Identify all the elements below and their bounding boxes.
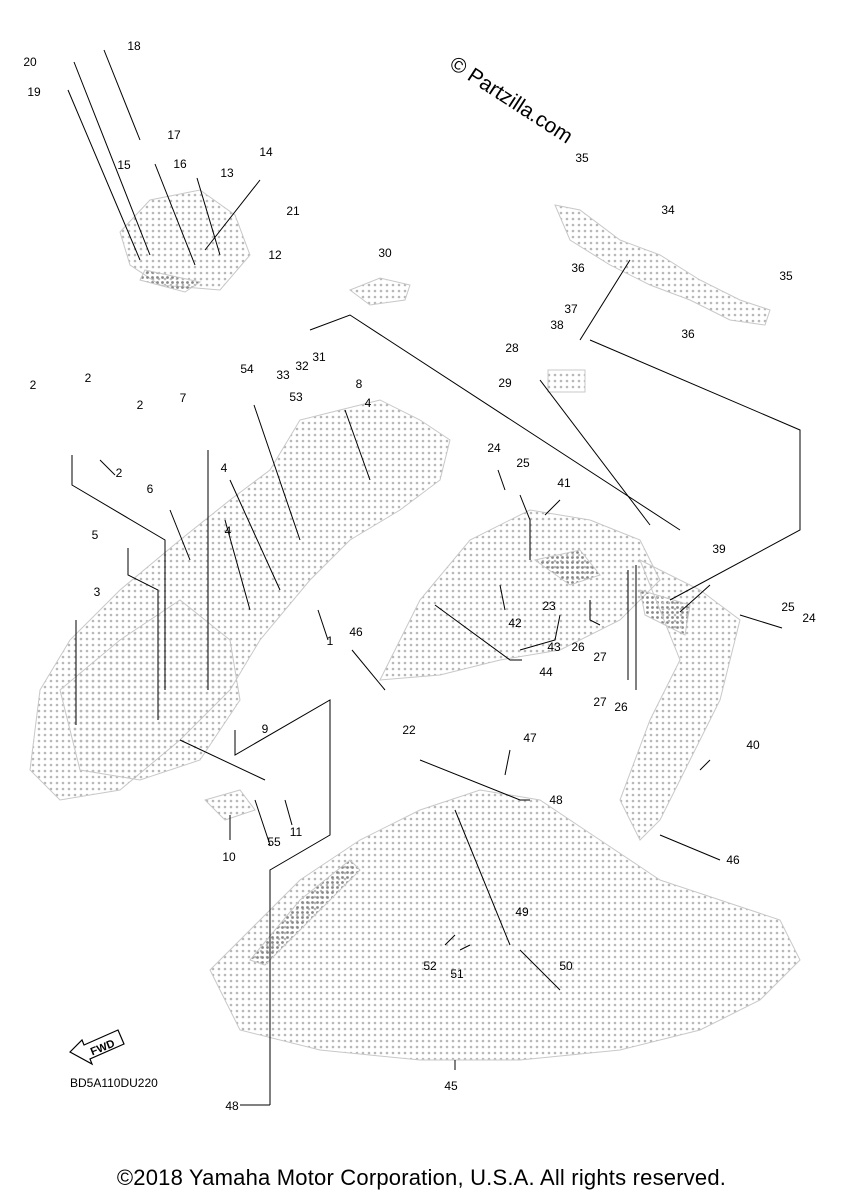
callout-label: 25 [516,456,530,470]
dark-lower-trim [249,859,361,966]
callout-label: 37 [564,302,578,316]
callout-label: 17 [167,128,181,142]
callout-label: 7 [179,391,187,405]
callout-label: 41 [557,476,571,490]
drawing-code: BD5A110DU220 [70,1076,158,1090]
callout-label: 14 [259,145,273,159]
callout-label: 33 [276,368,290,382]
callout-label: 16 [173,157,187,171]
callout-label: 54 [240,362,254,376]
callout-label: 22 [402,723,416,737]
callout-label: 49 [515,905,529,919]
callout-label: 40 [746,738,760,752]
callout-label: 2 [136,398,144,412]
callout-label: 34 [661,203,675,217]
callout-label: 24 [487,441,501,455]
callout-label: 20 [23,55,37,69]
callout-label: 18 [127,39,141,53]
callout-label: 8 [355,377,363,391]
callout-label: 19 [27,85,41,99]
callout-label: 1 [326,634,334,648]
dark-duct [533,549,601,586]
callout-label: 48 [549,793,563,807]
callout-label: 52 [423,959,437,973]
clip-28 [547,369,586,393]
callout-label: 4 [364,396,372,410]
callout-label: 23 [542,599,556,613]
lower-cowl [209,789,801,1061]
callout-label: 47 [523,731,537,745]
fwd-arrow: FWD [69,1029,125,1066]
callout-label: 30 [378,246,392,260]
callout-label: 46 [726,853,740,867]
callout-label: 11 [289,825,303,839]
callout-label: 27 [593,695,607,709]
callout-label: 35 [575,151,589,165]
callout-label: 29 [498,376,512,390]
callout-label: 38 [550,318,564,332]
callout-label: 6 [146,482,154,496]
right-panel [619,558,741,841]
callout-label: 36 [681,327,695,341]
callout-label: 36 [571,261,585,275]
callout-label: 39 [712,542,726,556]
callout-label: 32 [295,359,309,373]
callout-label: 46 [349,625,363,639]
callout-label: 4 [220,461,228,475]
callout-label: 55 [267,835,281,849]
callout-label: 25 [781,600,795,614]
callout-label: 12 [268,248,282,262]
callout-label: 13 [220,166,234,180]
callout-label: 2 [29,378,37,392]
bracket-upper-right [554,204,771,326]
callout-label: 45 [444,1079,458,1093]
callout-label: 26 [614,700,628,714]
callout-label: 27 [593,650,607,664]
callout-label: 21 [286,204,300,218]
callout-label: 3 [93,585,101,599]
callout-label: 31 [312,350,326,364]
callout-label: 48 [225,1099,239,1113]
inner-panel-left [59,599,241,781]
callout-label: 28 [505,341,519,355]
dark-trim-upper [139,269,202,293]
side-duct [379,509,661,681]
small-part-10 [204,789,256,821]
callout-label: 42 [508,616,522,630]
callout-label: 24 [802,611,816,625]
part-shapes [29,189,801,1061]
callout-label: 26 [571,640,585,654]
callout-label: 2 [115,466,123,480]
callout-label: 9 [261,722,269,736]
callout-label: 43 [547,640,561,654]
callout-label: 51 [450,967,464,981]
callout-label: 5 [91,528,99,542]
callout-label: 44 [539,665,553,679]
mirror-stay [348,277,411,306]
callout-label: 53 [289,390,303,404]
callout-label: 35 [779,269,793,283]
callout-label: 10 [222,850,236,864]
callout-label: 4 [224,524,232,538]
leader-lines [67,49,801,1106]
callout-label: 2 [84,371,92,385]
callout-label: 15 [117,158,131,172]
callout-label: 50 [559,959,573,973]
copyright-notice: ©2018 Yamaha Motor Corporation, U.S.A. A… [116,1165,727,1190]
